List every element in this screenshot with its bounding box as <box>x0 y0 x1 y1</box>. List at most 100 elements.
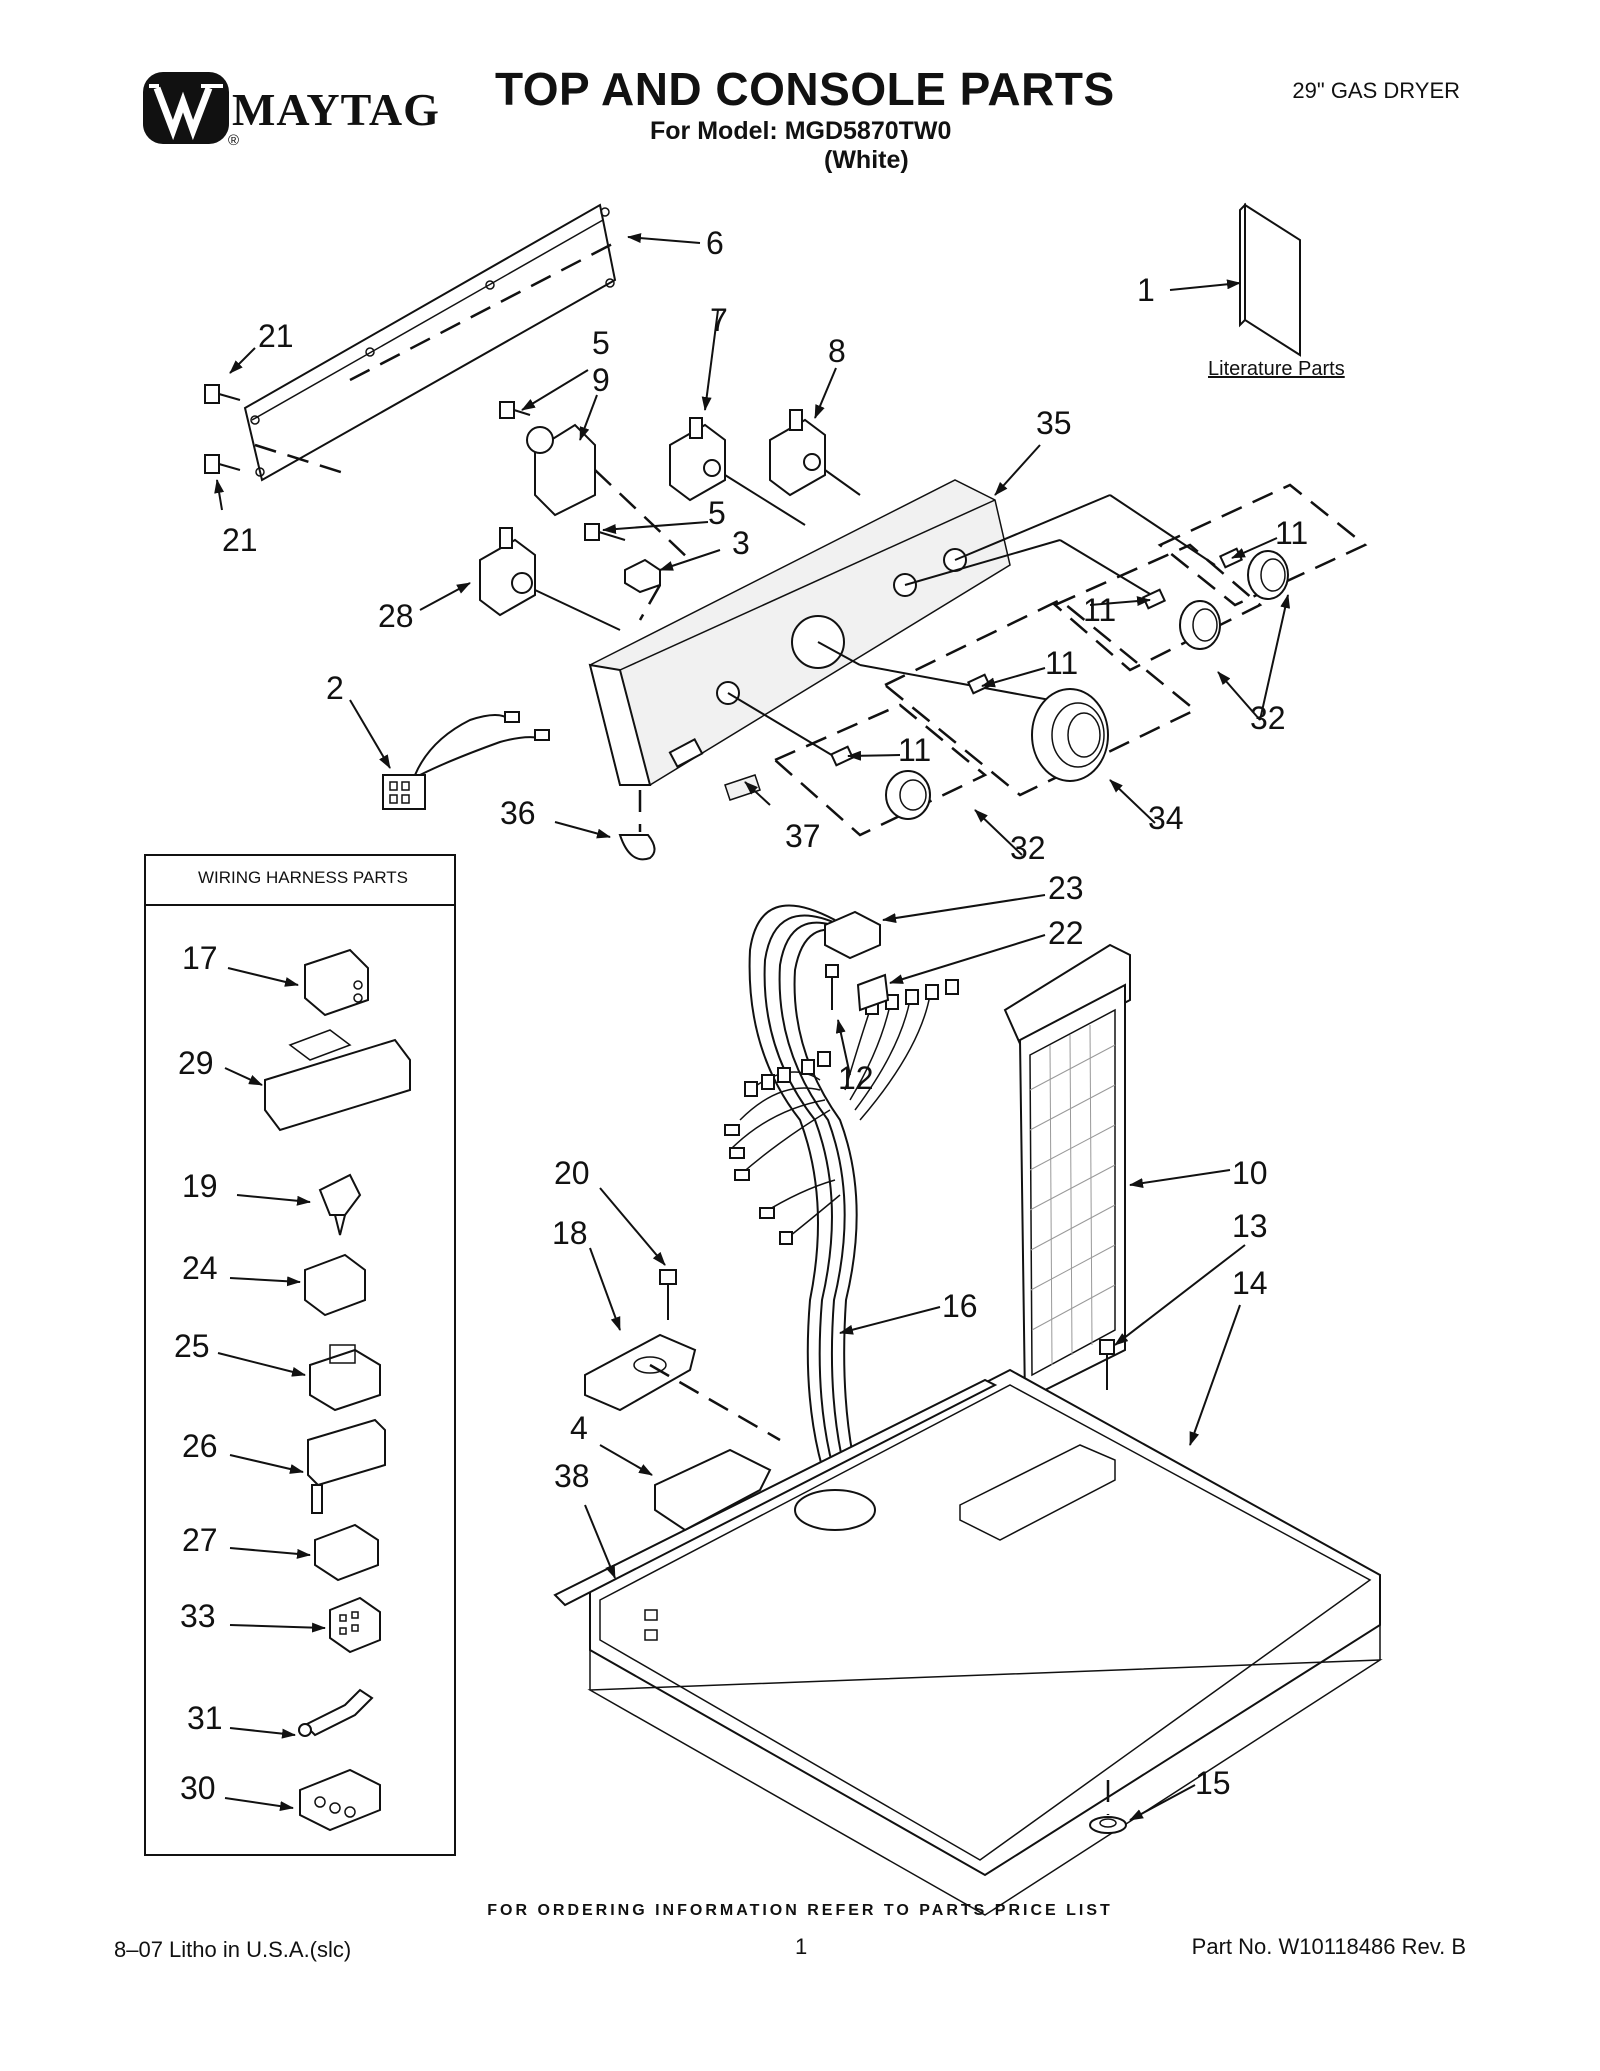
timer-9 <box>526 423 691 561</box>
connector-30 <box>299 1768 381 1832</box>
knob-shaft-line-4 <box>727 692 841 761</box>
foot-15 <box>1089 1780 1127 1834</box>
screw-12 <box>825 964 839 1010</box>
knob-11-second <box>1141 588 1221 650</box>
callout-28: 28 <box>378 598 414 634</box>
screw-20 <box>659 1269 677 1320</box>
lint-screen-10 <box>1003 943 1131 1402</box>
callout-36: 36 <box>500 795 536 831</box>
callout-3: 3 <box>732 525 750 561</box>
screw-5-upper <box>499 401 531 419</box>
callout-38: 38 <box>554 1458 590 1494</box>
control-panel-backplate <box>243 203 621 482</box>
callout-16: 16 <box>942 1288 978 1324</box>
callout-34: 34 <box>1148 800 1184 836</box>
screw-5-lower <box>584 523 626 541</box>
callout-6: 6 <box>706 225 724 261</box>
clip-36 <box>618 790 656 861</box>
callout-2: 2 <box>326 670 344 706</box>
callout-31: 31 <box>187 1700 223 1736</box>
part-number: Part No. W10118486 Rev. B <box>1191 1934 1466 1959</box>
callout-23: 23 <box>1048 870 1084 906</box>
screw-21-top <box>204 384 241 404</box>
callout-32-lower: 32 <box>1010 830 1046 866</box>
knob-shaft-line-1b <box>1109 494 1216 566</box>
knob-shaft-line-3b <box>859 664 1051 701</box>
screw-21-bottom <box>204 454 241 474</box>
callout-29: 29 <box>178 1045 214 1081</box>
model-subtitle: For Model: MGD5870TW0 <box>650 117 952 145</box>
maytag-logo-icon <box>143 72 229 144</box>
main-wire-harness-16 <box>724 904 959 1506</box>
connector-25 <box>309 1344 381 1412</box>
callout-24: 24 <box>182 1250 218 1286</box>
callout-33: 33 <box>180 1598 216 1634</box>
switch-7 <box>669 417 806 526</box>
product-type: 29" GAS DRYER <box>1292 78 1460 103</box>
connector-33 <box>329 1596 381 1654</box>
callout-18: 18 <box>552 1215 588 1251</box>
knob-34-large <box>966 673 1109 782</box>
callout-5-upper: 5 <box>592 325 610 361</box>
callout-10: 10 <box>1232 1155 1268 1191</box>
switch-28 <box>479 527 621 631</box>
knob-32-lower <box>829 745 931 820</box>
callout-5-lower: 5 <box>708 495 726 531</box>
callout-27: 27 <box>182 1522 218 1558</box>
connector-27 <box>314 1523 379 1582</box>
callout-13: 13 <box>1232 1208 1268 1244</box>
knob-box-lower <box>772 703 988 837</box>
knob-shaft-line-3 <box>817 641 861 666</box>
callout-22: 22 <box>1048 915 1084 951</box>
registered-mark: ® <box>228 132 240 149</box>
knob-shaft-line-1 <box>954 494 1111 561</box>
callout-26: 26 <box>182 1428 218 1464</box>
callout-37: 37 <box>785 818 821 854</box>
knob-shaft-line-2b <box>1059 539 1161 601</box>
maytag-wordmark: MAYTAG <box>232 84 440 135</box>
insert-37 <box>724 774 761 801</box>
callout-15: 15 <box>1195 1765 1231 1801</box>
callout-21-top: 21 <box>258 318 294 354</box>
connector-26 <box>307 1418 386 1514</box>
callout-35: 35 <box>1036 405 1072 441</box>
callout-9: 9 <box>592 362 610 398</box>
knob-11-top <box>1218 547 1289 600</box>
literature-booklet <box>1239 202 1301 357</box>
callout-11-third: 11 <box>1045 645 1079 681</box>
color-subtitle: (White) <box>824 146 909 174</box>
strip-38 <box>553 1378 998 1607</box>
callout-11-top: 11 <box>1275 515 1309 551</box>
callout-21-bottom: 21 <box>222 522 258 558</box>
callout-4: 4 <box>570 1410 588 1446</box>
callout-8: 8 <box>828 333 846 369</box>
maytag-logo <box>143 72 229 144</box>
knob-shaft-line-2 <box>904 539 1061 586</box>
callout-25: 25 <box>174 1328 210 1364</box>
litho-info: 8–07 Litho in U.S.A.(slc) <box>114 1937 352 1962</box>
knob-box-middle <box>882 598 1198 797</box>
connector-17 <box>304 948 369 1017</box>
callout-11-second: 11 <box>1083 592 1117 628</box>
wire-clip-23 <box>824 910 881 960</box>
bracket-4 <box>654 1448 772 1532</box>
clip-3 <box>624 558 662 621</box>
ordering-note: FOR ORDERING INFORMATION REFER TO PARTS … <box>487 1902 1113 1919</box>
callout-32-right: 32 <box>1250 700 1286 736</box>
bracket-22 <box>856 973 890 1012</box>
callout-1: 1 <box>1137 272 1155 308</box>
callout-14: 14 <box>1232 1265 1268 1301</box>
screw-13 <box>1099 1339 1115 1390</box>
connector-19 <box>318 1173 362 1236</box>
callout-19: 19 <box>182 1168 218 1204</box>
wiring-harness-box <box>144 854 456 1856</box>
terminal-31 <box>298 1688 374 1737</box>
knob-box-upper <box>1052 483 1368 672</box>
callout-20: 20 <box>554 1155 590 1191</box>
callout-7: 7 <box>710 302 728 338</box>
literature-parts-label: Literature Parts <box>1208 358 1345 380</box>
switch-8 <box>769 409 861 497</box>
bracket-18 <box>584 1333 781 1442</box>
dryer-top-14 <box>587 1368 1383 1916</box>
